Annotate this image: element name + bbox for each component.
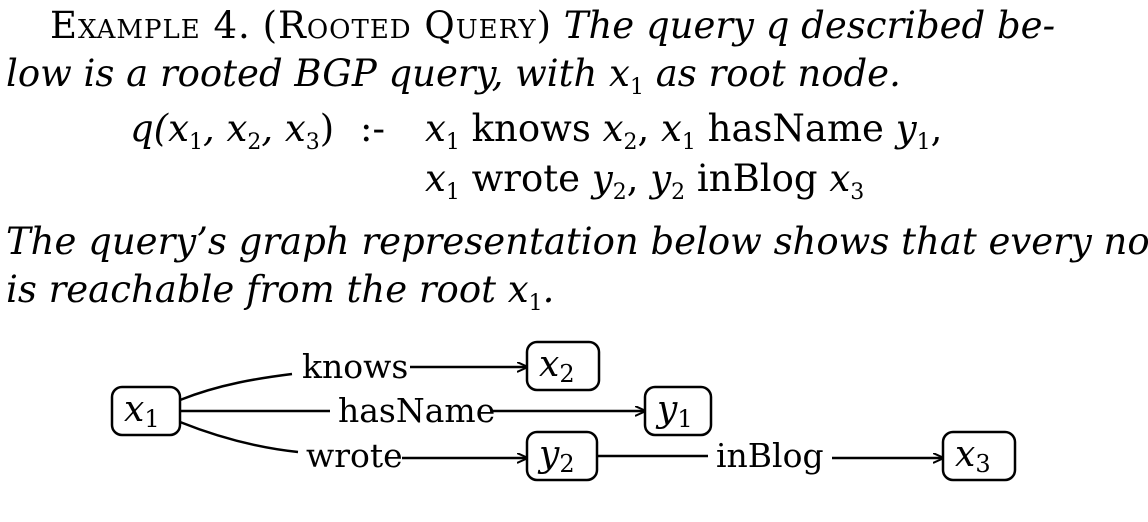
- query-predicate: wrote: [471, 157, 581, 200]
- text-line3: The query’s graph representation below s…: [6, 220, 1148, 263]
- edge-label-wrote: wrote: [306, 436, 403, 475]
- graph-node-x1: x1: [110, 385, 182, 437]
- example-line2-end: as root node.: [643, 52, 901, 95]
- example-line2-text: low is a rooted BGP query, with x: [6, 52, 630, 95]
- text-line4-end: .: [542, 268, 555, 311]
- query-variable: x3: [829, 157, 865, 206]
- query-variable: x1: [661, 107, 696, 156]
- text-line4-main: is reachable from the root x: [6, 268, 529, 311]
- query-neck: :-: [359, 107, 385, 150]
- edge-label-hasName: hasName: [338, 391, 495, 430]
- query-body-line2: x1 wrote y2, y2 inBlog x3: [425, 158, 864, 214]
- edge-label-knows: knows: [302, 347, 408, 386]
- edge-label-inBlog: inBlog: [716, 436, 824, 475]
- graph-node-y2: y2: [525, 430, 599, 482]
- example-line2-sub: 1: [629, 75, 644, 100]
- query-variable: y2,: [591, 157, 639, 206]
- query-predicate: knows: [471, 107, 591, 150]
- query-variable: x2,: [602, 107, 650, 156]
- query-head-close: ): [319, 107, 335, 150]
- example-title: (Rooted Query): [262, 4, 553, 47]
- graph-edge-line: [179, 372, 293, 402]
- graph-edge-line: [179, 420, 299, 454]
- query-head-open: q(x: [130, 107, 189, 150]
- query-head: q(x1, x2, x3) :-: [130, 107, 385, 156]
- query-graph-diagram: knows hasName wrote inBlog x1 x2 y1 y2 x3: [110, 340, 1017, 482]
- query-variable: x1: [425, 157, 460, 206]
- example-line2: low is a rooted BGP query, with x1 as ro…: [6, 54, 901, 108]
- query-body-line1: x1 knows x2, x1 hasName y1,: [425, 108, 942, 164]
- example-line1-text: The query q described be-: [563, 4, 1056, 47]
- example-label: Example 4.: [50, 4, 251, 47]
- graph-node-x3: x3: [941, 430, 1017, 482]
- query-predicate: inBlog: [696, 157, 818, 200]
- query-variable: y2: [650, 157, 686, 206]
- query-variable: x1: [425, 107, 460, 156]
- text-line4: is reachable from the root x1.: [6, 270, 554, 324]
- example-heading-line: Example 4. (Rooted Query) The query q de…: [50, 6, 1055, 46]
- graph-node-x2: x2: [525, 340, 601, 392]
- query-head-mid1: , x: [203, 107, 248, 150]
- query-predicate: hasName: [707, 107, 884, 150]
- query-variable: y1,: [895, 107, 943, 156]
- svg-text:y2: y2: [537, 434, 575, 478]
- query-head-mid2: , x: [261, 107, 306, 150]
- text-line4-sub: 1: [528, 291, 543, 316]
- graph-node-y1: y1: [643, 385, 713, 437]
